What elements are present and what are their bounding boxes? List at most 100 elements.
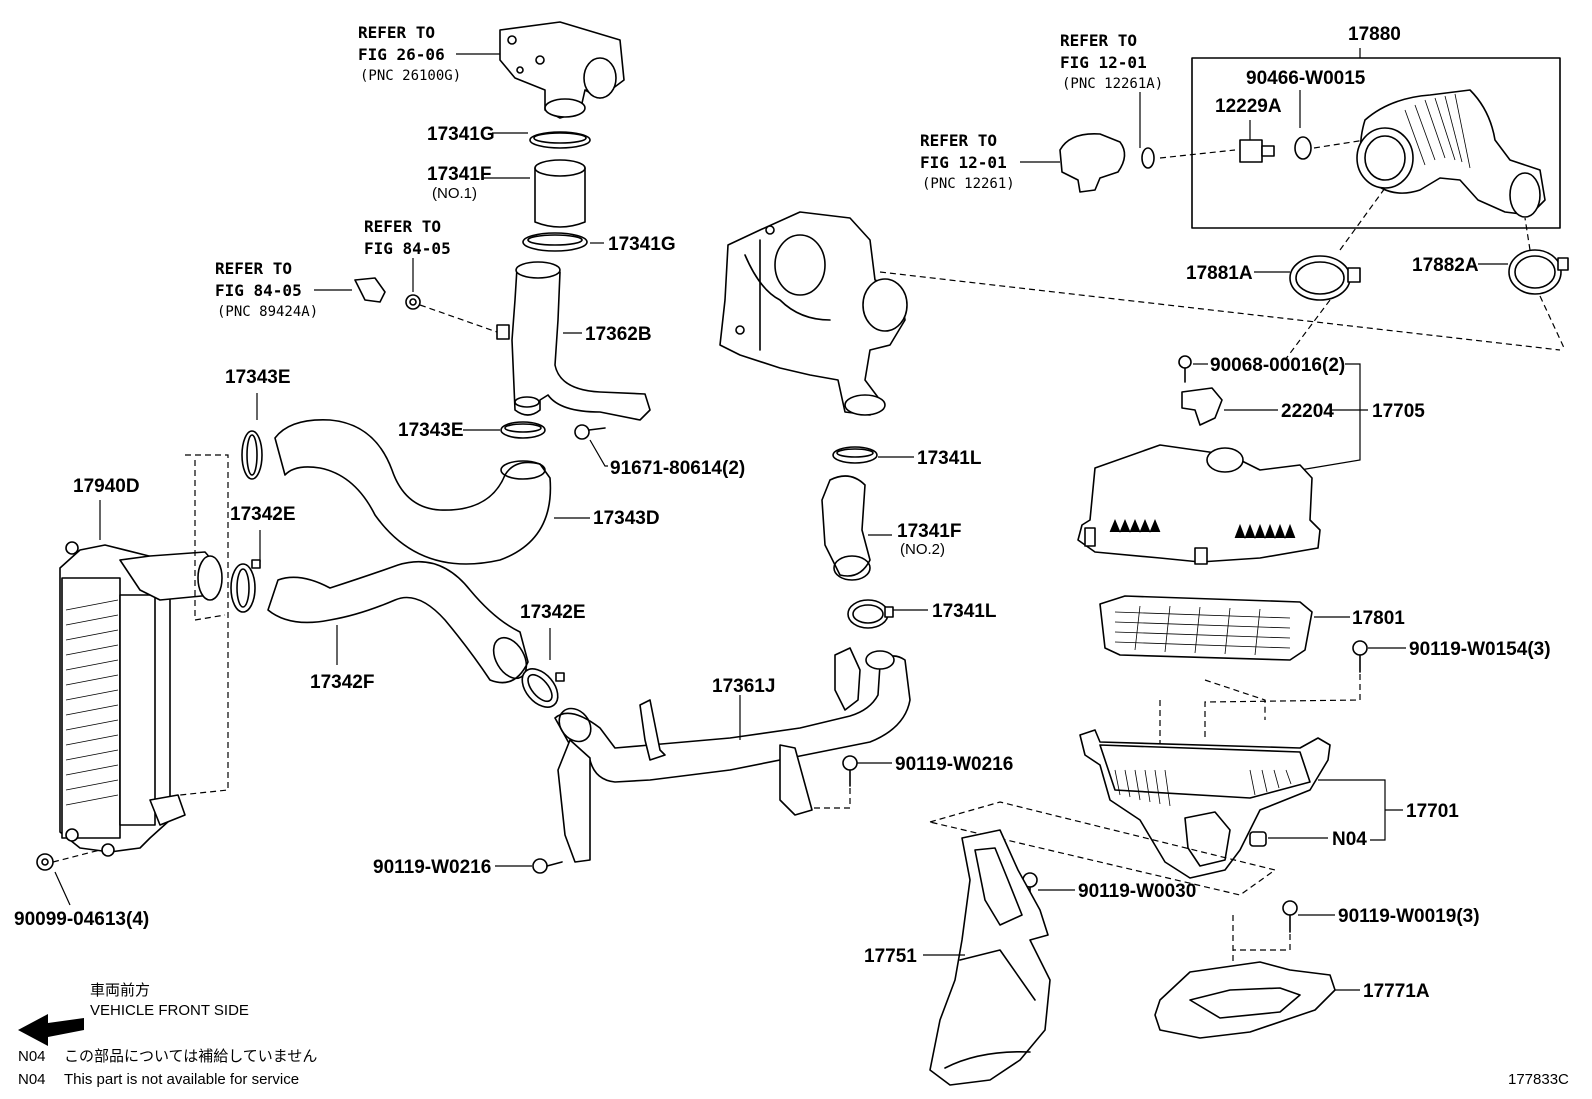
label-90466-W0015[interactable]: 90466-W0015 <box>1246 68 1366 89</box>
ref-pnc: (PNC 26100G) <box>360 68 461 84</box>
grommet-N04[interactable] <box>1249 831 1267 847</box>
clamp-17341G-top[interactable] <box>529 131 591 149</box>
note-text-en: This part is not available for service <box>64 1071 299 1088</box>
label-17341G[interactable]: 17341G <box>427 124 495 145</box>
label-17343E-mid[interactable]: 17343E <box>398 420 464 441</box>
hose-17341F-no2[interactable] <box>821 475 871 581</box>
label-17801[interactable]: 17801 <box>1352 608 1405 629</box>
ref-fig-84-05-a[interactable]: REFER TO FIG 84-05 <box>364 217 451 258</box>
ref-line2: FIG 12-01 <box>1060 53 1147 72</box>
label-17751[interactable]: 17751 <box>864 946 917 967</box>
dashed-guide <box>810 788 851 809</box>
arrow-left-icon <box>18 1014 84 1046</box>
label-22204[interactable]: 22204 <box>1281 401 1334 422</box>
throttle-body-illustration <box>499 21 625 119</box>
hose-17341F-no1[interactable] <box>534 159 586 228</box>
ref-fig-12-01-a[interactable]: REFER TO FIG 12-01 (PNC 12261A) <box>1060 31 1163 92</box>
clamp-17342E-right[interactable] <box>515 662 565 714</box>
label-91671-80614[interactable]: 91671-80614(2) <box>610 458 745 479</box>
dashed-guide <box>1159 149 1236 159</box>
ref-pnc: (PNC 12261A) <box>1062 76 1163 92</box>
label-17771A[interactable]: 17771A <box>1363 981 1430 1002</box>
note-text-jp: この部品については補給していません <box>64 1048 317 1065</box>
dashed-guide <box>1539 295 1566 351</box>
label-90119-W0216-lower[interactable]: 90119-W0216 <box>373 857 491 878</box>
bolt-90119-W0019[interactable] <box>1282 900 1298 933</box>
dashed-guide <box>1524 217 1531 251</box>
ref-fig-26-06[interactable]: REFER TO FIG 26-06 (PNC 26100G) <box>358 23 461 84</box>
bolt-91671[interactable] <box>574 424 606 440</box>
air-cleaner-case-17701[interactable] <box>1079 729 1331 879</box>
clamp-17881A[interactable] <box>1289 255 1361 301</box>
label-17701[interactable]: 17701 <box>1406 801 1459 822</box>
screw-90068-00016[interactable] <box>1178 355 1192 383</box>
label-17343D[interactable]: 17343D <box>593 508 660 529</box>
label-17342F[interactable]: 17342F <box>310 672 374 693</box>
union-12229A[interactable] <box>1239 139 1275 163</box>
label-90068-00016[interactable]: 90068-00016(2) <box>1210 355 1345 376</box>
ref-line2: FIG 84-05 <box>215 281 302 300</box>
label-17940D[interactable]: 17940D <box>73 476 140 497</box>
label-90119-W0030[interactable]: 90119-W0030 <box>1078 881 1196 902</box>
n04-note: N04 この部品については補給していません N04 This part is n… <box>18 1048 317 1088</box>
turbocharger-illustration <box>719 211 908 416</box>
ref-pnc: (PNC 89424A) <box>217 304 318 320</box>
ref-line1: REFER TO <box>1060 31 1137 50</box>
bracket-17771A[interactable] <box>1154 961 1336 1039</box>
front-label-en: VEHICLE FRONT SIDE <box>90 1002 249 1019</box>
sensor-22204[interactable] <box>1181 387 1223 426</box>
note-code-2: N04 <box>18 1071 46 1088</box>
dashed-guide <box>879 271 1561 351</box>
label-90119-W0216-right[interactable]: 90119-W0216 <box>895 754 1013 775</box>
label-17880[interactable]: 17880 <box>1348 24 1401 45</box>
pipe-17362B[interactable] <box>496 261 651 421</box>
dashed-guide <box>1204 674 1361 740</box>
clamp-17341G-lower[interactable] <box>522 232 588 252</box>
label-17705[interactable]: 17705 <box>1372 401 1425 422</box>
clamp-17882A[interactable] <box>1508 249 1569 295</box>
ref-pnc: (PNC 12261) <box>922 176 1015 192</box>
label-17341F[interactable]: 17341F <box>427 164 491 185</box>
label-12229A[interactable]: 12229A <box>1215 96 1282 117</box>
label-sub-no2: (NO.2) <box>900 541 945 558</box>
label-90119-W0154[interactable]: 90119-W0154(3) <box>1409 639 1551 660</box>
label-17341F-2[interactable]: 17341F <box>897 521 961 542</box>
label-17341L-lower[interactable]: 17341L <box>932 601 997 622</box>
intercooler-17940D[interactable] <box>59 541 223 857</box>
clamp-17343E-left[interactable] <box>241 430 263 480</box>
note-code-1: N04 <box>18 1048 46 1065</box>
clamp-90466-W0015[interactable] <box>1294 136 1312 160</box>
pipe-17361J[interactable] <box>553 647 911 863</box>
label-90099-04613[interactable]: 90099-04613(4) <box>14 909 149 930</box>
label-17361J[interactable]: 17361J <box>712 676 775 697</box>
label-17343E-left[interactable]: 17343E <box>225 367 291 388</box>
bolt-90119-W0216-lower[interactable] <box>532 858 563 874</box>
ref-fig-12-01-b[interactable]: REFER TO FIG 12-01 (PNC 12261) <box>920 131 1015 192</box>
label-17362B[interactable]: 17362B <box>585 324 652 345</box>
clamp-17341L-lower[interactable] <box>847 599 894 629</box>
clamp-17343E-mid[interactable] <box>500 421 546 439</box>
bolt-90099-04613[interactable] <box>36 853 54 871</box>
hose-17343D[interactable] <box>274 419 552 565</box>
air-duct-17751[interactable] <box>929 829 1051 1086</box>
intake-hose-17880[interactable] <box>1356 89 1546 218</box>
dashed-guide <box>929 801 1277 896</box>
label-17882A[interactable]: 17882A <box>1412 255 1479 276</box>
label-17342E-right[interactable]: 17342E <box>520 602 586 623</box>
label-17341L-top[interactable]: 17341L <box>917 448 982 469</box>
ref-line2: FIG 84-05 <box>364 239 451 258</box>
clamp-17341L-top[interactable] <box>832 446 878 464</box>
clamp-17342E-left[interactable] <box>230 559 261 613</box>
label-17342E-left[interactable]: 17342E <box>230 504 296 525</box>
hose-17342F[interactable] <box>267 560 533 684</box>
ref-fig-84-05-b[interactable]: REFER TO FIG 84-05 (PNC 89424A) <box>215 259 318 320</box>
label-17341G-2[interactable]: 17341G <box>608 234 676 255</box>
ref-line2: FIG 12-01 <box>920 153 1007 172</box>
bolt-90119-W0154[interactable] <box>1352 640 1368 673</box>
filter-element-17801[interactable] <box>1099 595 1313 661</box>
air-cleaner-cap-17705[interactable] <box>1077 444 1321 565</box>
label-N04[interactable]: N04 <box>1332 829 1367 850</box>
bolt-90119-W0216-right[interactable] <box>842 755 858 787</box>
label-17881A[interactable]: 17881A <box>1186 263 1253 284</box>
label-90119-W0019[interactable]: 90119-W0019(3) <box>1338 906 1480 927</box>
